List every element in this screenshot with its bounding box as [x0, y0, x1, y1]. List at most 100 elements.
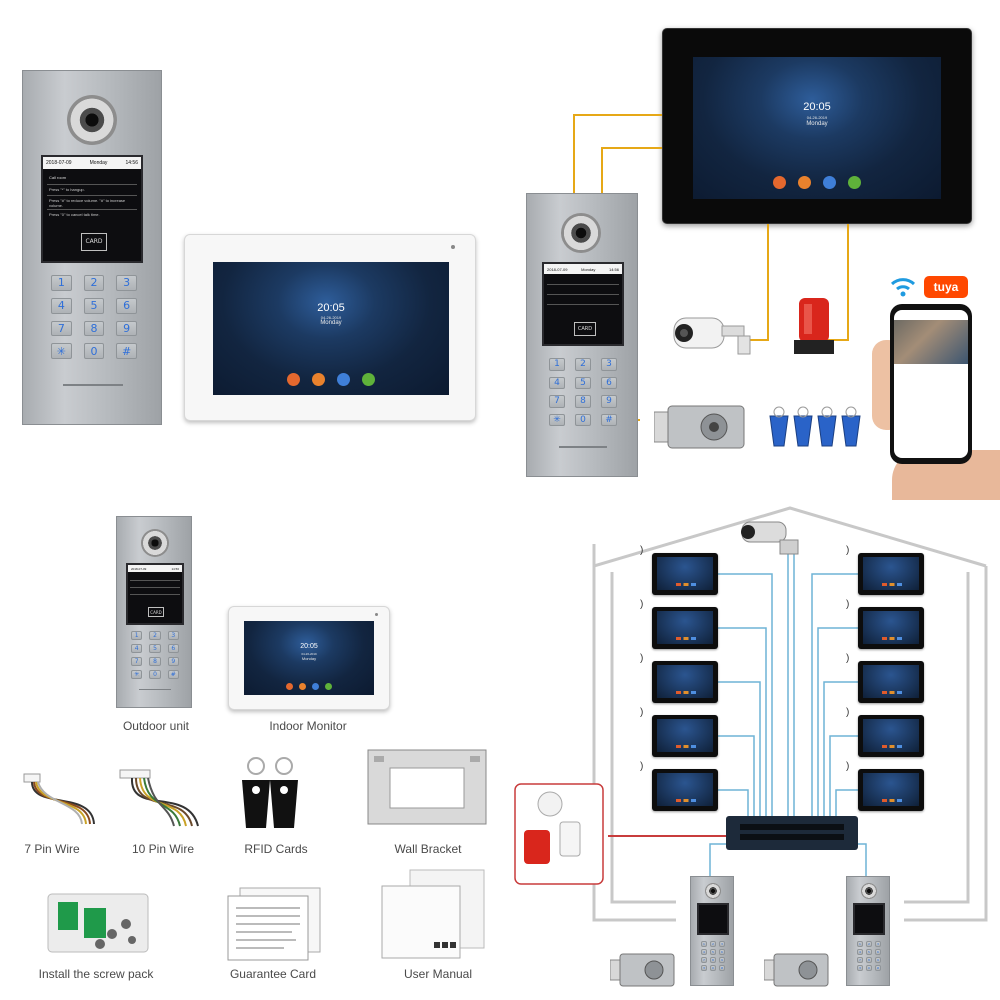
outdoor-lcd-screen: 2018-07-09 Monday 14:56 Call room Press … — [41, 155, 143, 263]
message-icon — [312, 373, 325, 386]
screen-time: 20:05 — [317, 302, 345, 314]
keypad-key: 7 — [857, 957, 863, 963]
card-reader-label: CARD — [574, 322, 596, 336]
screen-app-icons — [244, 683, 374, 690]
cctv-camera-icon — [673, 317, 751, 355]
lcd-time: 14:56 — [608, 266, 619, 272]
keypad-key: 6 — [875, 949, 881, 955]
call-icon — [773, 176, 786, 189]
wifi-icon: ) — [846, 761, 850, 772]
keypad-key: 6 — [601, 376, 617, 389]
caption-screw-pack: Install the screw pack — [38, 967, 154, 981]
caption-10-pin-wire: 10 Pin Wire — [131, 842, 195, 856]
seven-pin-wire-icon — [23, 773, 95, 825]
lcd-day: Monday — [581, 266, 596, 272]
keypad-key: 7 — [51, 320, 72, 337]
rfid-tags-icon — [769, 406, 861, 447]
call-icon — [287, 373, 300, 386]
keypad-key: 5 — [710, 949, 716, 955]
keypad-key: 7 — [701, 957, 707, 963]
phone-screen — [894, 310, 968, 458]
wifi-icon: ) — [846, 653, 850, 664]
keypad-key: ✳ — [131, 670, 143, 679]
lcd-line-1: Call room — [49, 175, 67, 180]
lcd-time: 14:56 — [171, 566, 179, 571]
home-icon — [362, 373, 375, 386]
house-monitor-left-1 — [652, 553, 718, 595]
keypad-key: 9 — [601, 395, 617, 408]
wifi-icon: ) — [640, 545, 644, 556]
house-monitor-right-5 — [858, 769, 924, 811]
house-monitor-left-2 — [652, 607, 718, 649]
keypad-key: 8 — [83, 320, 105, 337]
tuya-logo: tuya — [924, 276, 968, 298]
screen-day: Monday — [301, 656, 317, 661]
message-icon — [299, 683, 306, 690]
outdoor-lcd-screen: 2018-07-09 Monday 14:56 CARD — [542, 262, 624, 346]
lcd-line-3: Press "#" to reduce volume. "#" to incre… — [49, 198, 126, 208]
wifi-icon: ) — [846, 545, 850, 556]
keypad-key: 4 — [131, 644, 143, 653]
lcd-date: 2018-07-09 — [547, 266, 568, 272]
keypad-key: 8 — [710, 957, 716, 963]
outdoor-panel-large: 2018-07-09 Monday 14:56 Call room Press … — [22, 70, 162, 425]
keypad-key: 9 — [719, 957, 725, 963]
keypad-key: 6 — [116, 297, 137, 314]
lcd-time: 14:56 — [125, 160, 138, 166]
keypad-key: 7 — [131, 657, 143, 666]
tuya-label: tuya — [933, 280, 959, 294]
keypad-key: 7 — [549, 395, 565, 408]
keypad-key: 5 — [149, 644, 161, 653]
keypad-key: 1 — [131, 631, 143, 640]
electric-lock-icon — [764, 953, 829, 987]
alarm-siren-icon — [794, 298, 834, 354]
keypad-key: # — [601, 413, 617, 426]
keypad-key: 0 — [866, 965, 872, 971]
wifi-icon: ) — [846, 707, 850, 718]
keypad-key: 8 — [866, 957, 872, 963]
keypad-key: 4 — [51, 297, 72, 314]
lcd-date: 2018-07-09 — [46, 160, 72, 166]
home-icon — [325, 683, 332, 690]
keypad-key: 4 — [549, 376, 565, 389]
guarantee-card-icon — [227, 887, 321, 961]
wifi-icon: ) — [640, 707, 644, 718]
monitor-screen: 20:05 04-26-2019 Monday — [244, 621, 374, 695]
monitor-icon — [337, 373, 350, 386]
keypad-key: 2 — [710, 941, 716, 947]
lcd-date: 2018-07-09 — [131, 566, 147, 571]
lcd-day: Monday — [89, 160, 108, 166]
screen-date: 04-26-2019 — [320, 315, 342, 320]
message-icon — [798, 176, 811, 189]
caption-indoor-monitor: Indoor Monitor — [269, 719, 347, 733]
lcd-line-2: Press "*" to hangup. — [49, 187, 85, 192]
caption-7-pin-wire: 7 Pin Wire — [24, 842, 80, 856]
keypad-key: 8 — [149, 657, 161, 666]
keypad-key: 8 — [575, 395, 591, 408]
keypad-key: # — [719, 965, 725, 971]
card-reader-label: CARD — [148, 607, 164, 617]
keypad-key: 0 — [83, 343, 105, 359]
keypad-key: 6 — [719, 949, 725, 955]
user-manual-icon — [381, 869, 485, 959]
screw-pack-icon — [47, 893, 149, 953]
keypad-key: 1 — [51, 275, 72, 291]
wifi-icon — [890, 276, 916, 298]
caption-user-manual: User Manual — [403, 967, 473, 981]
keypad-key: 1 — [549, 358, 565, 371]
house-monitor-right-2 — [858, 607, 924, 649]
smartphone-hand — [872, 300, 1000, 500]
keypad-key: 9 — [875, 957, 881, 963]
keypad-key: 3 — [167, 631, 179, 640]
lcd-line-4: Press "0" to cancel talk time. — [49, 212, 100, 217]
keypad-key: 5 — [866, 949, 872, 955]
call-icon — [286, 683, 293, 690]
keypad-key: ✳ — [857, 965, 863, 971]
card-reader-label: CARD — [81, 233, 107, 251]
keypad-key: 3 — [719, 941, 725, 947]
keypad-key: # — [167, 670, 179, 679]
